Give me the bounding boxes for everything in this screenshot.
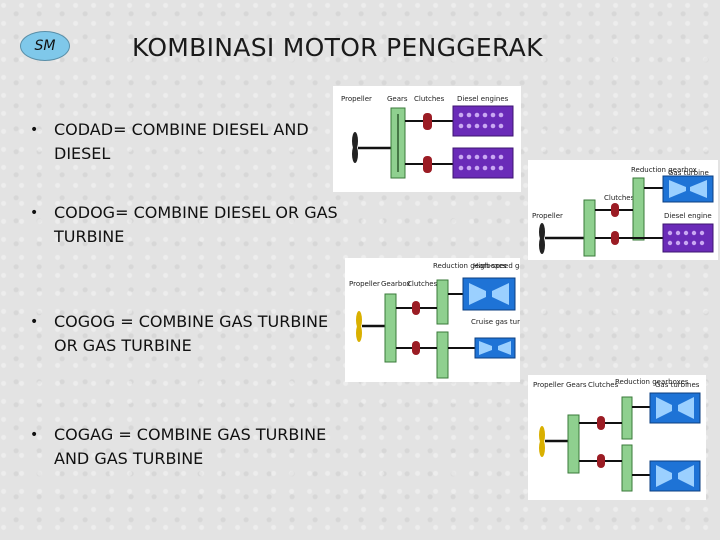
propeller-icon [539,426,545,457]
codad-diagram: Propeller Gears Clutches Diesel engines [333,86,521,192]
label-propeller: Propeller [341,95,372,103]
diesel-engine-icon [662,223,714,253]
bullet-item-cogog: • COGOG = COMBINE GAS TURBINE OR GAS TUR… [28,310,354,358]
clutch-icon [597,454,605,468]
logo-text: SM [34,38,56,54]
label-reduction-gearboxes: Reduction gearboxes [433,262,507,270]
reduction-gearbox-block [621,396,633,440]
gear-block [583,199,596,257]
bullet-text: COGAG = COMBINE GAS TURBINE AND GAS TURB… [54,425,327,468]
propeller-icon [352,132,358,163]
label-propeller: Propeller [349,280,380,288]
label-reduction-gearbox: Reduction gearbox [631,166,697,174]
gas-turbine-icon [662,175,714,203]
label-gas-turbine: Gas turbine [668,169,709,177]
label-propeller: Propeller [533,381,564,389]
bullet-item-cogag: • COGAG = COMBINE GAS TURBINE AND GAS TU… [28,423,354,471]
clutch-icon [611,203,619,217]
codog-diagram: Propeller Clutches Reduction gearbox Gas… [528,160,718,260]
diesel-engine-icon [452,147,514,179]
label-gears: Gears [566,381,587,389]
label-diesel-engine: Diesel engine [664,212,712,220]
propeller-icon [356,311,362,342]
page-title: KOMBINASI MOTOR PENGGERAK [132,33,543,62]
bullet-text: COGOG = COMBINE GAS TURBINE OR GAS TURBI… [54,312,329,355]
label-gas-turbines: Gas turbines [655,381,700,389]
reduction-gearbox-block [436,331,449,379]
label-reduction-gearboxes: Reduction gearboxes [615,378,689,386]
cruise-gas-turbine-icon [474,337,516,359]
gas-turbine-icon [649,460,701,492]
bullet-text: CODOG= COMBINE DIESEL OR GAS TURBINE [54,203,338,246]
gearbox-block [384,293,397,363]
cogag-diagram: Propeller Gears Clutches Reduction gearb… [528,375,706,500]
label-gearbox: Gearbox [381,280,411,288]
bullet-item-codad: • CODAD= COMBINE DIESEL AND DIESEL [28,118,354,166]
logo-badge: SM [20,31,70,61]
bullet-item-codog: • CODOG= COMBINE DIESEL OR GAS TURBINE [28,201,354,249]
label-clutches: Clutches [588,381,619,389]
diesel-engine-icon [452,105,514,137]
bullet-text: CODAD= COMBINE DIESEL AND DIESEL [54,120,309,163]
label-diesel-engines: Diesel engines [457,95,509,103]
label-clutches: Clutches [414,95,445,103]
gas-turbine-icon [649,392,701,424]
reduction-gearbox-block [436,279,449,325]
bullet-dot: • [30,122,39,138]
clutch-icon [423,156,432,173]
gear-block [567,414,580,474]
clutch-icon [412,341,420,355]
bullet-dot: • [30,205,39,221]
clutch-icon [423,113,432,130]
label-propeller: Propeller [532,212,563,220]
label-clutches: Clutches [407,280,438,288]
clutch-icon [412,301,420,315]
propeller-icon [539,223,545,254]
clutch-icon [611,231,619,245]
reduction-gearbox-block [632,177,645,241]
bullet-dot: • [30,427,39,443]
reduction-gearbox-block [621,444,633,492]
bullet-dot: • [30,314,39,330]
label-cruise-gas-turbine: Cruise gas turbine [471,318,520,326]
clutch-icon [597,416,605,430]
label-gears: Gears [387,95,408,103]
high-speed-gas-turbine-icon [462,277,516,311]
label-high-speed-gas-turbine: High-speed gas turbine [473,262,520,270]
label-clutches: Clutches [604,194,635,202]
cogog-diagram: Propeller Gearbox Clutches Reduction gea… [345,258,520,382]
